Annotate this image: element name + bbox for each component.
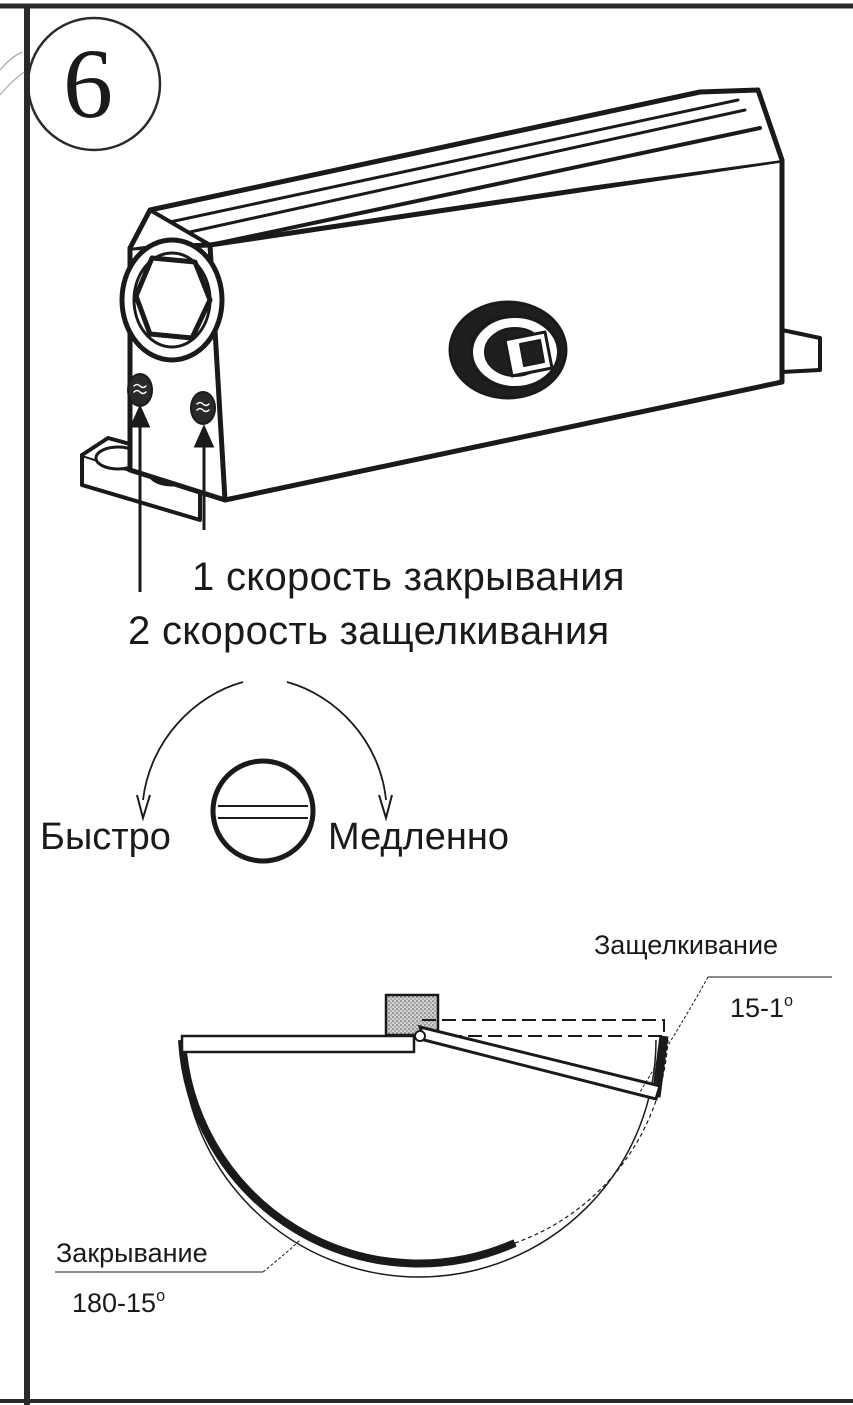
step-number-badge [26, 16, 162, 152]
closing-range-unit: o [156, 1286, 166, 1305]
closing-zone-arc [178, 1039, 517, 1268]
latching-range-value: 15-1 [730, 993, 785, 1023]
latching-zone-range: 15-1o [730, 991, 794, 1023]
door-hinge [414, 1030, 426, 1042]
closing-range-value: 180-15 [72, 1288, 157, 1318]
zone-callouts [55, 976, 832, 1273]
door-open-leaf [417, 1024, 662, 1101]
fast-arrowhead [136, 794, 151, 822]
page-frame [0, 3, 853, 1405]
fast-direction-label: Быстро [40, 816, 171, 858]
door-closed-dashed [422, 1019, 665, 1037]
slow-arrowhead [378, 794, 393, 822]
screw-pointers [129, 404, 215, 592]
door-closer-illustration [80, 87, 822, 522]
closing-zone-label: Закрывание [56, 1238, 208, 1268]
closing-zone-range: 180-15o [72, 1286, 166, 1318]
closing-speed-label: 1 скорость закрывания [192, 555, 625, 599]
door-swing-diagram [178, 993, 669, 1278]
adjustment-direction-diagram [136, 681, 393, 864]
swing-semicircle [181, 1039, 657, 1278]
step-number: 6 [63, 28, 113, 139]
wall-line [180, 1034, 416, 1054]
latching-range-unit: o [784, 991, 794, 1010]
adjustment-screw-symbol [210, 758, 316, 864]
latching-speed-label: 2 скорость защелкивания [128, 609, 610, 653]
latching-zone-label: Защелкивание [594, 930, 779, 960]
slow-direction-label: Медленно [328, 816, 509, 858]
